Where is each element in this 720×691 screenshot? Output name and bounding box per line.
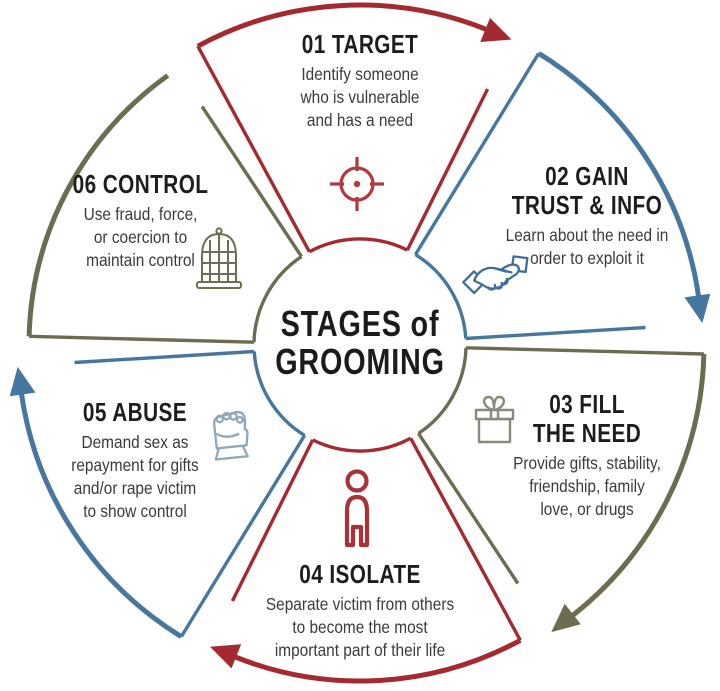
stage-01-text: 01 TARGET Identify someone who is vulner… bbox=[240, 30, 480, 132]
wedge-edge-cw bbox=[200, 105, 303, 258]
wedge-edge-cw bbox=[417, 432, 520, 585]
stage-02-text: 02 GAIN TRUST & INFO Learn about the nee… bbox=[462, 162, 712, 270]
stage-06-wedge bbox=[26, 73, 303, 344]
stage-06-title: 06 CONTROL bbox=[72, 169, 209, 199]
wedge-inner-arc bbox=[417, 347, 468, 435]
wedge-inner-arc bbox=[308, 237, 409, 254]
wedge-inner-arc bbox=[311, 436, 412, 453]
cycle-arrow-head bbox=[480, 17, 512, 42]
stage-02-description: Learn about the need in order to exploit… bbox=[505, 225, 669, 268]
wedge-edge-cw bbox=[465, 325, 646, 341]
cycle-arrow-head bbox=[9, 366, 36, 397]
fist-icon bbox=[213, 410, 249, 461]
cycle-arrow-arc bbox=[537, 51, 702, 298]
stage-05-wedge bbox=[9, 349, 307, 639]
stage-06-description: Use fraud, force, or coercion to maintai… bbox=[83, 204, 198, 270]
handshake-icon bbox=[462, 255, 529, 295]
wedge-edge-ccw bbox=[409, 437, 522, 642]
cage-icon bbox=[196, 227, 242, 289]
stage-02-title: 02 GAIN TRUST & INFO bbox=[511, 161, 663, 220]
diagram-title: STAGES of GROOMING bbox=[275, 303, 445, 382]
cycle-arrow-head bbox=[551, 603, 581, 633]
person-icon bbox=[344, 469, 370, 548]
wedge-edge-cw bbox=[230, 439, 315, 602]
wedge-inner-arc bbox=[252, 351, 306, 437]
wedge-edge-ccw bbox=[29, 334, 255, 344]
stage-03-title: 03 FILL THE NEED bbox=[532, 389, 642, 448]
gift-icon bbox=[474, 395, 515, 444]
cycle-arrow-head bbox=[210, 644, 242, 669]
wedge-inner-arc bbox=[252, 255, 303, 343]
cycle-arrow-arc bbox=[570, 353, 707, 619]
stage-04-description: Separate victim from others to become th… bbox=[265, 594, 455, 660]
cycle-arrow-arc bbox=[233, 638, 522, 684]
stage-05-title: 05 ABUSE bbox=[82, 397, 188, 427]
stage-05-text: 05 ABUSE Demand sex as repayment for gif… bbox=[15, 398, 255, 523]
stage-05-description: Demand sex as repayment for gifts and/or… bbox=[71, 432, 199, 521]
wedge-edge-cw bbox=[74, 349, 255, 365]
wedge-edge-ccw bbox=[179, 434, 307, 638]
wedge-edge-cw bbox=[405, 88, 490, 251]
target-icon bbox=[330, 157, 384, 211]
stage-03-wedge bbox=[417, 346, 707, 633]
diagram-center-label: STAGES of GROOMING bbox=[250, 305, 470, 381]
wedge-edge-ccw bbox=[196, 45, 311, 253]
stage-04-title: 04 ISOLATE bbox=[299, 559, 421, 589]
wedge-edge-ccw bbox=[465, 346, 704, 356]
stage-04-wedge bbox=[210, 436, 522, 684]
cycle-arrow-arc bbox=[196, 2, 489, 49]
wedge-inner-arc bbox=[414, 253, 468, 339]
stage-03-text: 03 FILL THE NEED Provide gifts, stabilit… bbox=[462, 390, 712, 521]
cycle-arrow-head bbox=[684, 293, 711, 324]
wedge-edge-ccw bbox=[413, 52, 541, 256]
cycle-arrow-arc bbox=[26, 73, 170, 337]
stage-01-wedge bbox=[196, 2, 512, 254]
stage-04-text: 04 ISOLATE Separate victim from others t… bbox=[215, 560, 505, 662]
cycle-arrow-arc bbox=[18, 392, 183, 639]
stage-01-description: Identify someone who is vulnerable and h… bbox=[300, 64, 420, 130]
stage-03-description: Provide gifts, stability, friendship, fa… bbox=[513, 453, 661, 519]
stage-02-wedge bbox=[413, 51, 711, 341]
stage-06-text: 06 CONTROL Use fraud, force, or coercion… bbox=[18, 170, 263, 272]
stage-01-title: 01 TARGET bbox=[301, 29, 419, 59]
